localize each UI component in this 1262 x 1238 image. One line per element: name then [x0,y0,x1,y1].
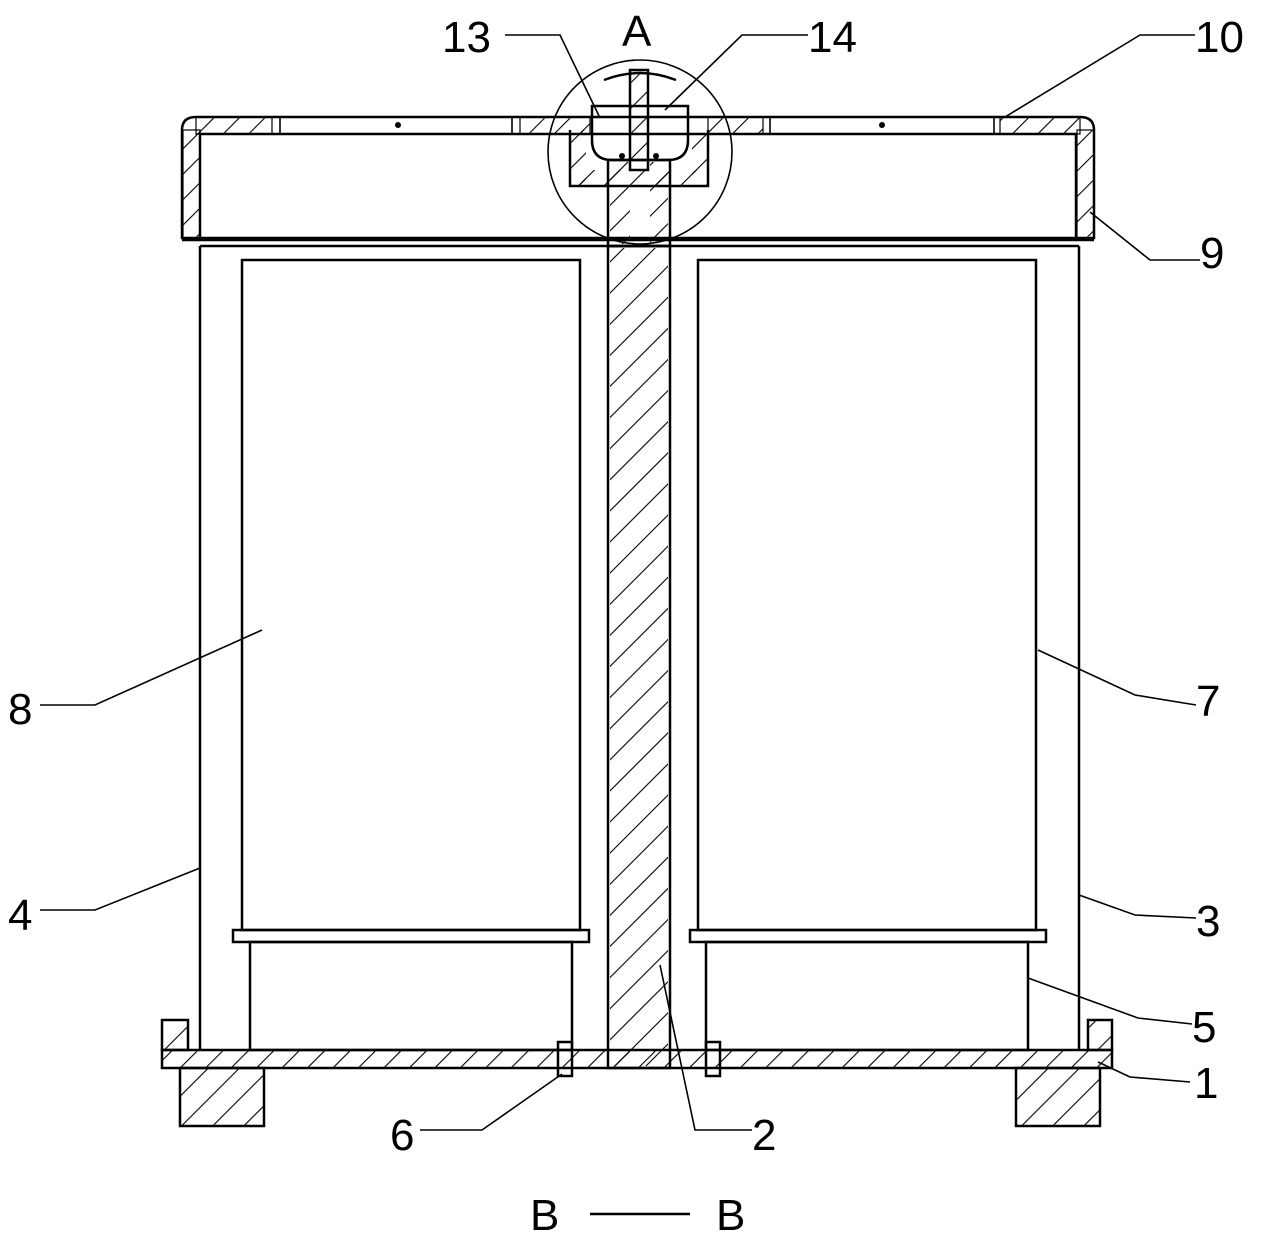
lid [180,115,1096,240]
section-label: B B [530,1191,745,1238]
detail-a-fitting [547,59,733,245]
label-10: 10 [1195,13,1244,62]
section-label-left: B [530,1191,559,1238]
central-shaft [606,158,672,1070]
base-plate [160,1018,1114,1128]
label-14: 14 [808,13,857,62]
label-6: 6 [390,1111,414,1160]
label-8: 8 [8,685,32,734]
label-4: 4 [8,891,32,940]
left-container [231,258,591,1052]
part-labels: 13 14 10 9 8 7 4 3 5 1 6 2 A [8,7,1244,1160]
right-container [688,258,1048,1052]
label-5: 5 [1192,1003,1216,1052]
section-label-right: B [716,1191,745,1238]
label-3: 3 [1196,897,1220,946]
leader-lines [40,34,1200,1131]
label-2: 2 [752,1111,776,1160]
label-9: 9 [1200,229,1224,278]
outer-barrel [182,238,1094,1050]
label-7: 7 [1196,677,1220,726]
label-13: 13 [442,13,491,62]
detail-label-a: A [622,7,652,56]
label-1: 1 [1194,1059,1218,1108]
